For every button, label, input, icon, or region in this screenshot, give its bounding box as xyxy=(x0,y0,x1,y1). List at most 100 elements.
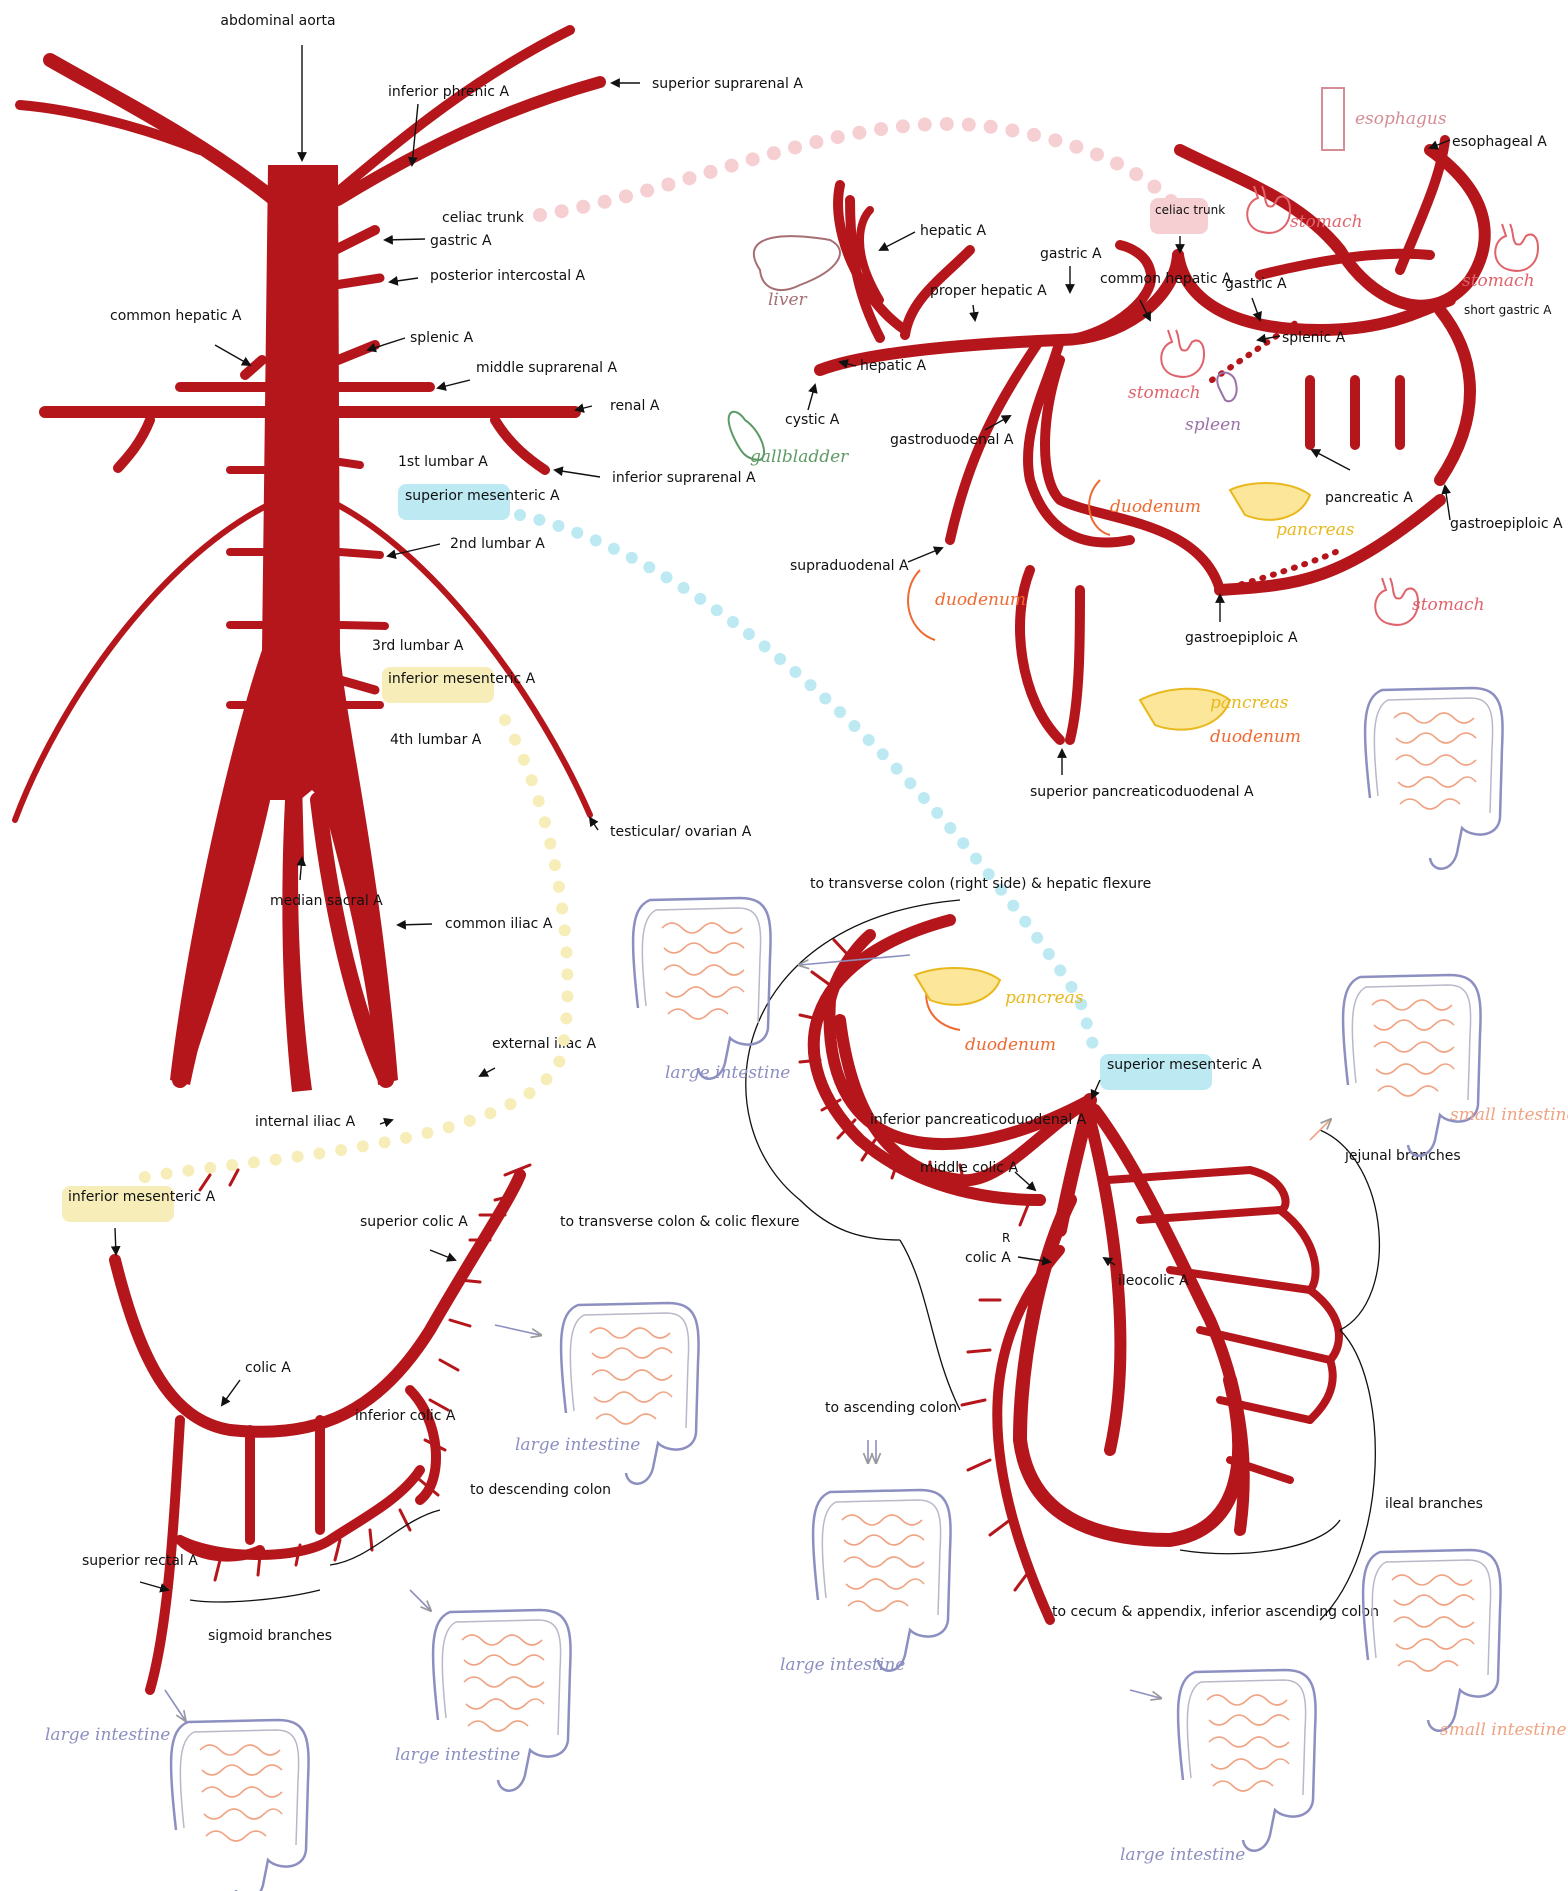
sma-pancreas-label: pancreas xyxy=(1005,988,1084,1008)
pancreas-icon-1 xyxy=(1230,483,1310,520)
stomach-label-1: stomach xyxy=(1290,212,1363,232)
hepatic-left-label: hepatic A xyxy=(920,223,986,239)
external-iliac-label: external iliac A xyxy=(492,1036,596,1052)
splenic-label: splenic A xyxy=(410,330,474,346)
ima-panel: inferior mesenteric A superior colic A t… xyxy=(45,1165,800,1891)
internal-iliac-label: internal iliac A xyxy=(255,1114,356,1130)
duodenum-icon-2 xyxy=(908,570,935,640)
colon-icon-sma-4 xyxy=(1343,975,1481,1156)
sma-duodenum-label: duodenum xyxy=(965,1035,1056,1055)
liver-label: liver xyxy=(768,290,808,310)
liver-icon xyxy=(754,236,840,290)
sma-large-intestine-3: large intestine xyxy=(1120,1845,1245,1865)
pancreas-label-2: pancreas xyxy=(1210,693,1289,713)
sma-large-intestine-1: large intestine xyxy=(665,1063,790,1083)
cystic-label: cystic A xyxy=(785,412,840,428)
pancreas-icon-sma xyxy=(915,968,1000,1005)
sup-pancreaticoduodenal-label: superior pancreaticoduodenal A xyxy=(1030,784,1254,800)
sma-small-intestine-1: small intestine xyxy=(1450,1105,1568,1125)
superior-rectal-label: superior rectal A xyxy=(82,1553,198,1569)
duodenum-label-1: duodenum xyxy=(1110,497,1201,517)
duodenum-label-3: duodenum xyxy=(1210,727,1301,747)
superior-left-colic-label: superior colic A xyxy=(360,1214,468,1230)
esophagus-label: esophagus xyxy=(1355,109,1447,129)
esophagus-icon xyxy=(1322,88,1344,150)
lumbar-4-label: 4th lumbar A xyxy=(390,732,482,748)
colon-icon-sma-3 xyxy=(1178,1670,1316,1851)
superior-suprarenal-label: superior suprarenal A xyxy=(652,76,803,92)
stomach-icon-3 xyxy=(1161,330,1204,377)
ima-large-intestine-2: large intestine xyxy=(395,1745,520,1765)
stomach-label-4: stomach xyxy=(1412,595,1485,615)
common-hepatic-label: common hepatic A xyxy=(110,308,242,324)
sma-panel: superior mesenteric A to transverse colo… xyxy=(633,876,1568,1865)
abdominal-aorta-label: abdominal aorta xyxy=(220,13,335,29)
colon-icon-ima-3 xyxy=(171,1720,309,1891)
inferior-suprarenal-label: inferior suprarenal A xyxy=(612,470,756,486)
ima-title: inferior mesenteric A xyxy=(68,1189,216,1205)
ima-to-transverse-label: to transverse colon & colic flexure xyxy=(560,1214,800,1230)
middle-suprarenal-label: middle suprarenal A xyxy=(476,360,617,376)
renal-label: renal A xyxy=(610,398,660,414)
celiac-connector xyxy=(540,124,1175,215)
stomach-label-3: stomach xyxy=(1128,383,1201,403)
sigmoid-label: sigmoid branches xyxy=(208,1628,332,1644)
colon-icon-sma-2 xyxy=(813,1490,951,1671)
posterior-intercostal-label: posterior intercostal A xyxy=(430,268,586,284)
short-gastric-label: short gastric A xyxy=(1464,303,1552,317)
celiac-panel: esophagus esophageal A celiac trunk hepa… xyxy=(729,88,1563,869)
spleen-label: spleen xyxy=(1185,415,1241,435)
to-cecum-label: to cecum & appendix, inferior ascending … xyxy=(1052,1604,1379,1620)
ima-large-intestine-3: large intestine xyxy=(45,1725,170,1745)
superior-mesenteric-label: superior mesenteric A xyxy=(405,488,560,504)
stomach-label-2: stomach xyxy=(1462,271,1535,291)
inf-pancreaticoduodenal-label: inferior pancreaticoduodenal A xyxy=(870,1112,1087,1128)
colon-icon-ima-1 xyxy=(561,1303,699,1484)
middle-colic-label: middle colic A xyxy=(920,1160,1018,1176)
gastroepiploic-left-label: gastroepiploic A xyxy=(1450,516,1563,532)
colon-icon-sma-5 xyxy=(1363,1550,1501,1731)
gastric-label: gastric A xyxy=(430,233,492,249)
sma-marker-r: R xyxy=(1002,1231,1010,1245)
esophageal-label: esophageal A xyxy=(1452,134,1547,150)
inferior-mesenteric-label: inferior mesenteric A xyxy=(388,671,536,687)
colon-icon-sma-1 xyxy=(633,898,771,1079)
ileocolic-label: ileocolic A xyxy=(1118,1273,1189,1289)
celiac-trunk-label: celiac trunk xyxy=(442,210,525,226)
common-iliac-label: common iliac A xyxy=(445,916,553,932)
lumbar-3-label: 3rd lumbar A xyxy=(372,638,464,654)
gallbladder-label: gallbladder xyxy=(750,447,849,467)
celiac-trunk-label-2: celiac trunk xyxy=(1155,203,1225,217)
proper-hepatic-label: proper hepatic A xyxy=(930,283,1047,299)
supraduodenal-label: supraduodenal A xyxy=(790,558,909,574)
lumbar-1-label: 1st lumbar A xyxy=(398,454,488,470)
duodenum-label-2: duodenum xyxy=(935,590,1026,610)
ileal-label: ileal branches xyxy=(1385,1496,1483,1512)
to-transverse-label: to transverse colon (right side) & hepat… xyxy=(810,876,1151,892)
hepatic-right-label: hepatic A xyxy=(860,358,926,374)
pancreatic-label: pancreatic A xyxy=(1325,490,1413,506)
to-ascending-label: to ascending colon xyxy=(825,1400,957,1416)
right-colic-label: colic A xyxy=(965,1250,1011,1266)
common-hepatic-label-2: common hepatic A xyxy=(1100,271,1232,287)
stomach-icon-2 xyxy=(1495,224,1538,271)
sma-title: superior mesenteric A xyxy=(1107,1057,1262,1073)
sma-large-intestine-2: large intestine xyxy=(780,1655,905,1675)
ima-large-intestine-1: large intestine xyxy=(515,1435,640,1455)
colon-icon-celiac xyxy=(1365,688,1503,869)
gastroepiploic-right-label: gastroepiploic A xyxy=(1185,630,1298,646)
testicular-ovarian-label: testicular/ ovarian A xyxy=(610,824,752,840)
sma-small-intestine-2: small intestine xyxy=(1440,1720,1567,1740)
splenic-label-2: splenic A xyxy=(1282,330,1346,346)
jejunal-label: jejunal branches xyxy=(1344,1148,1461,1164)
lumbar-2-label: 2nd lumbar A xyxy=(450,536,545,552)
spleen-icon xyxy=(1217,373,1236,402)
left-colic-label: colic A xyxy=(245,1360,291,1376)
to-descending-label: to descending colon xyxy=(470,1482,611,1498)
gastric-right-label: gastric A xyxy=(1040,246,1102,262)
gastric-left-label: gastric A xyxy=(1225,276,1287,292)
inferior-phrenic-label: inferior phrenic A xyxy=(388,84,509,100)
pancreas-label-1: pancreas xyxy=(1276,520,1355,540)
inferior-left-colic-label: inferior colic A xyxy=(355,1408,456,1424)
